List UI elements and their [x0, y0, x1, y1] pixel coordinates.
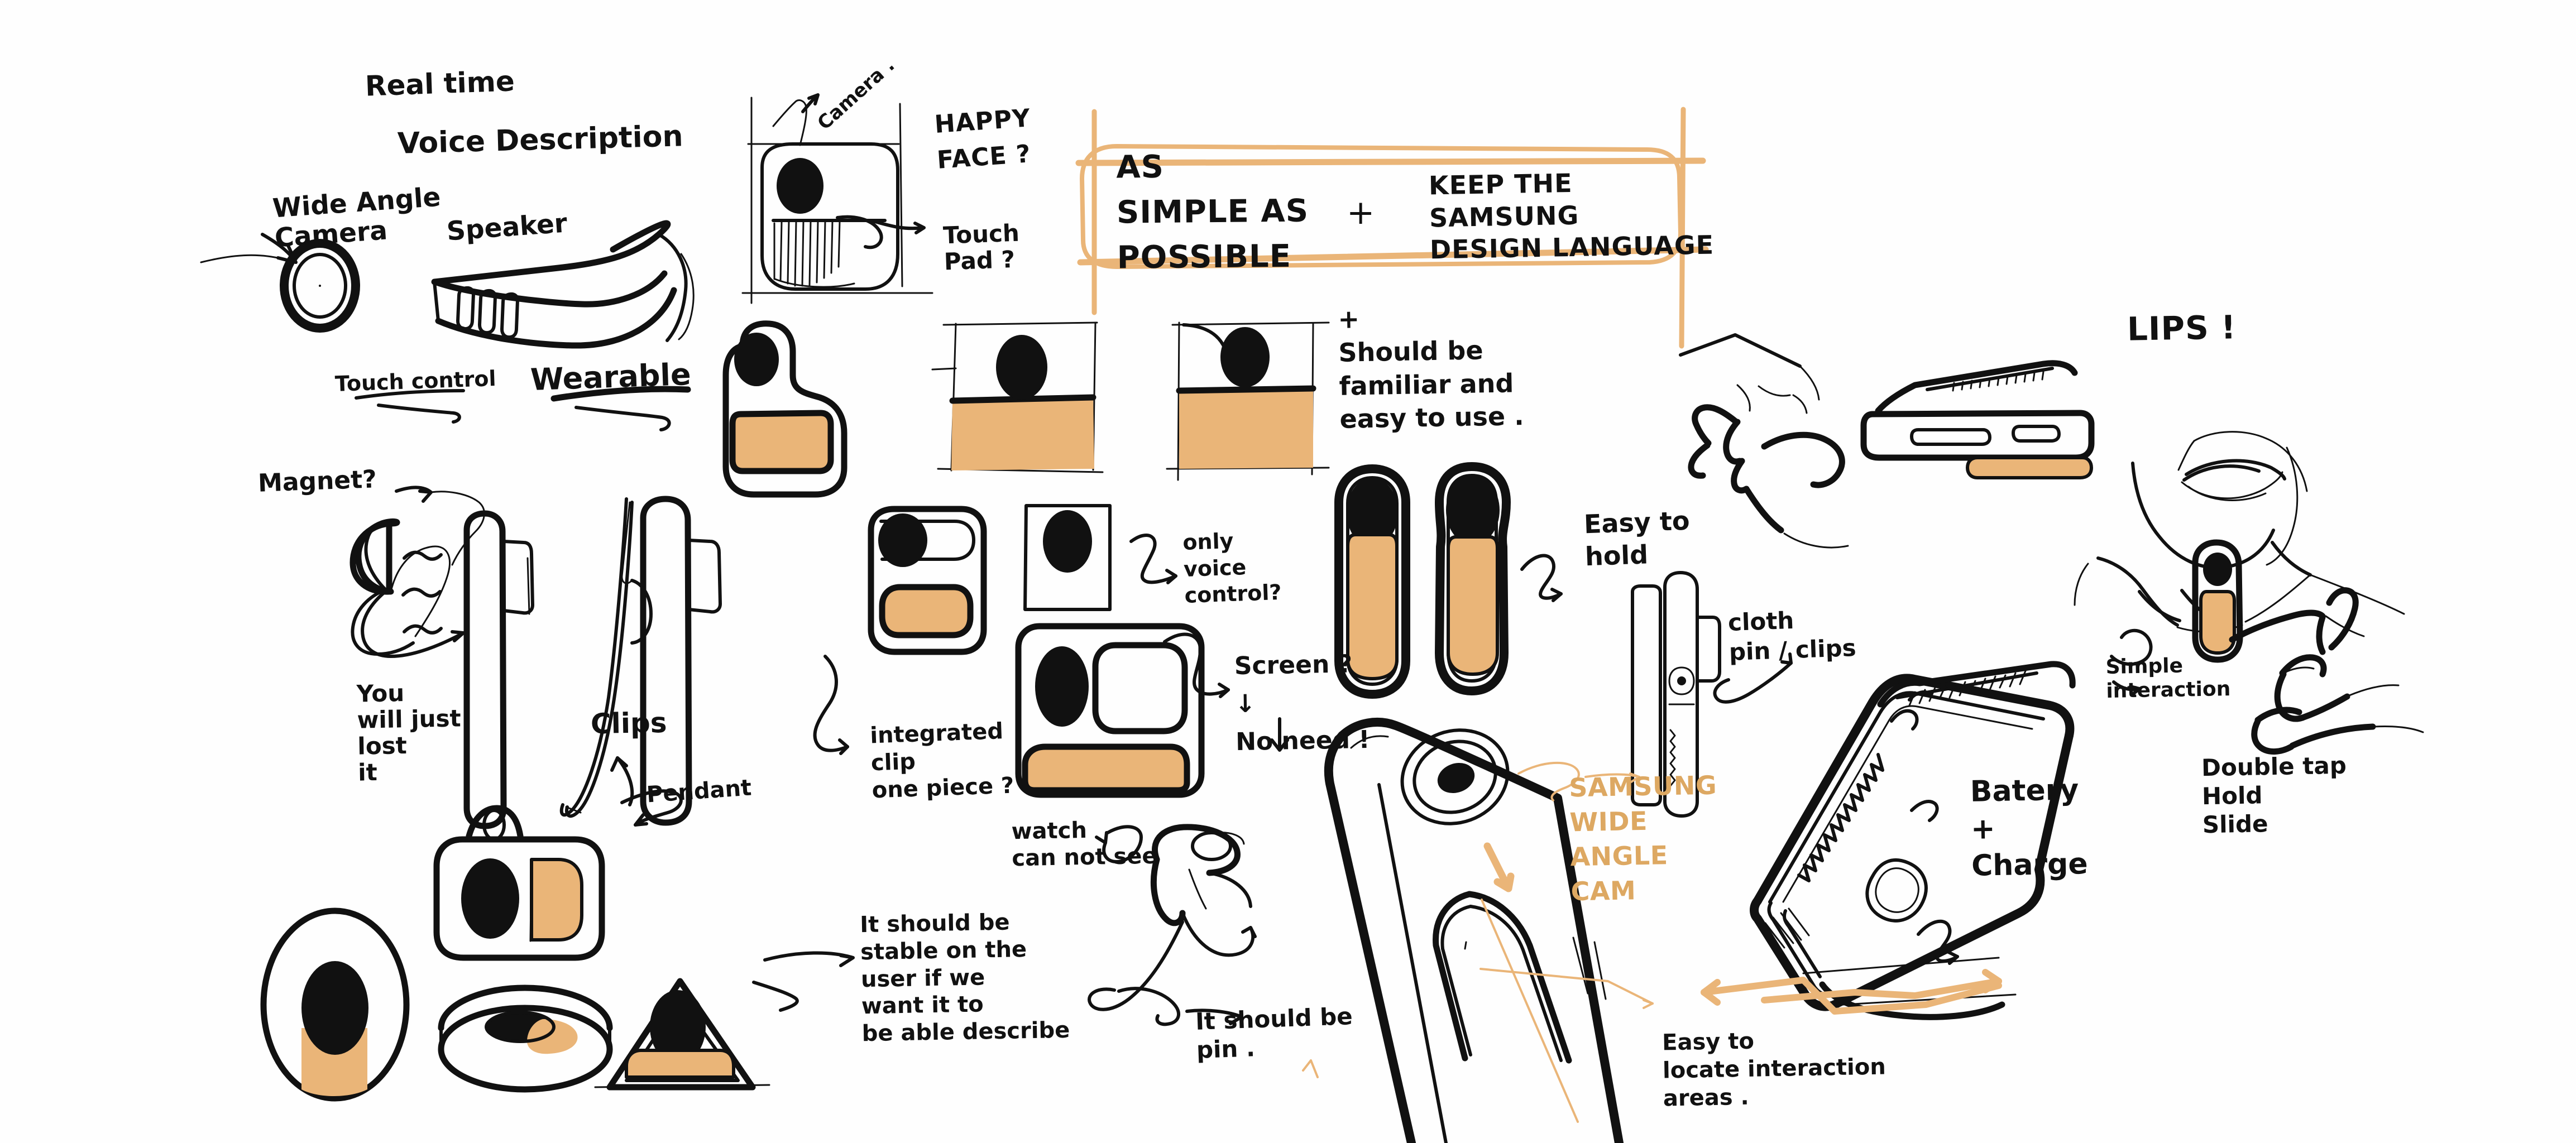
hand-holding-device — [1679, 333, 2095, 549]
callout-clips: Clips — [590, 706, 668, 741]
concept-plain-rect — [1023, 504, 1177, 611]
callout-lips: Lips ! — [2127, 308, 2237, 348]
manifesto-plus: + — [1347, 193, 1376, 232]
pendant-body — [433, 789, 683, 961]
callout-easy-to-locate: Easy to locate interaction areas . — [1662, 1028, 1886, 1112]
lens-ring — [200, 233, 360, 333]
pendant-concept-capsule — [722, 320, 848, 498]
callout-cloth-pin-clips: cloth pin / clips — [1727, 606, 1857, 666]
callout-stable-on-user: It should be stable on the user if we wa… — [859, 909, 1070, 1047]
callout-wearable: Wearable — [529, 357, 692, 397]
callout-it-should-be-pin: It should be pin . — [1195, 1002, 1353, 1064]
speaker-grille-band — [431, 220, 695, 349]
integrated-clip-device — [813, 506, 987, 755]
arrow-stable-on-user — [752, 951, 855, 1012]
manifesto-right-text: Keep The Samsung Design Language — [1428, 167, 1715, 265]
oval-capsule — [260, 907, 410, 1102]
callout-magnet: Magnet? — [257, 465, 377, 498]
clips-arrow — [610, 756, 634, 806]
motion-arrows — [1701, 957, 2017, 1020]
disc-device — [438, 984, 613, 1093]
manifesto-left-text: As Simple As Possible — [1116, 148, 1309, 276]
concept-square-framed — [741, 93, 933, 304]
underline-wearable — [550, 386, 691, 431]
callout-wide-angle-camera: Wide Angle Camera — [271, 181, 442, 254]
ring-watch — [1088, 824, 1257, 1026]
callout-simple-interaction: Simple interaction — [2105, 654, 2231, 703]
note-voice-description: Voice Description — [397, 119, 684, 161]
clip-front-view — [1631, 571, 1793, 818]
device-side-profile-1 — [463, 510, 534, 829]
callout-only-voice-control: only voice control? — [1182, 528, 1282, 608]
callout-happy-face: Happy Face ? — [933, 104, 1032, 175]
callout-touch-pad: Touch Pad ? — [942, 219, 1020, 276]
callout-easy-to-hold: Easy to hold — [1583, 505, 1691, 572]
callout-battery-charge: Batery + Charge — [1970, 773, 2089, 883]
concept-square-3 — [1166, 321, 1330, 481]
callout-watch-cannot-see: watch can not see — [1011, 817, 1157, 872]
callout-screen-no-need: Screen ? ↓ No need ! — [1234, 650, 1370, 757]
callout-should-be-familiar: + Should be familiar and easy to use . — [1337, 304, 1525, 435]
neck-device-worn — [2074, 431, 2424, 755]
callout-double-tap-hold-slide: Double tap Hold Slide — [2201, 751, 2347, 839]
manifesto-box — [1075, 107, 1709, 349]
capsule-pair — [1334, 462, 1563, 699]
callout-samsung-wide-angle-cam: Samsung Wide Angle Cam — [1568, 770, 1717, 907]
speaker-slots — [456, 286, 519, 339]
large-device-closeup — [1324, 718, 1624, 1143]
callout-integrated-clip: integrated clip one piece ? — [869, 718, 1014, 803]
note-real-time: Real time — [365, 65, 515, 103]
callout-you-will-just-lost-it: You will just lost it — [356, 679, 462, 786]
orange-annotations-device — [1302, 761, 1654, 1123]
clothespin-clip — [559, 496, 722, 826]
screen-concept-device — [1015, 623, 1289, 798]
underline-touch-control — [355, 389, 465, 424]
triangle-device — [594, 978, 770, 1091]
concept-square-2 — [931, 321, 1104, 473]
